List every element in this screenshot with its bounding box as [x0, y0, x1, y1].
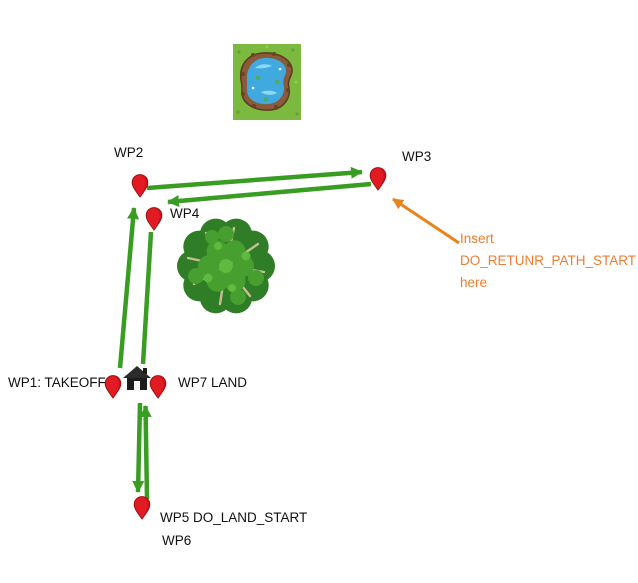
waypoint-pin-wp4: [145, 207, 163, 231]
waypoint-label-wp7: WP7 LAND: [178, 375, 248, 390]
waypoint-label-wp4: WP4: [170, 206, 200, 221]
mission-path-arrows: [117, 166, 372, 500]
path-to-wp5: [132, 402, 145, 493]
waypoint-pin-wp2: [131, 174, 149, 198]
tree-icon: [177, 218, 275, 314]
path-wp6-to-wp7: [139, 405, 152, 500]
house-icon: [123, 366, 151, 390]
annotation-arrow: [392, 197, 460, 245]
waypoint-label-wp2: WP2: [114, 145, 144, 160]
path-wp2-to-wp3: [146, 166, 363, 191]
path-wp4-down: [140, 231, 154, 365]
waypoint-label-wp1: WP1: TAKEOFF: [8, 375, 106, 390]
waypoint-label-wp6: WP6: [162, 533, 192, 548]
waypoint-pin-wp1: [104, 375, 122, 399]
pond-icon: [233, 44, 301, 120]
waypoint-pin-wp7: [149, 375, 167, 399]
path-wp1-to-wp2: [117, 207, 140, 369]
waypoint-label-wp5: WP5 DO_LAND_START: [160, 510, 308, 525]
path-wp3-to-wp4: [167, 181, 372, 208]
waypoint-label-wp3: WP3: [402, 149, 432, 164]
waypoint-pin-wp3: [369, 167, 387, 191]
annotation-text: Insert DO_RETUNR_PATH_START here: [460, 231, 636, 290]
waypoint-pin-wp5-wp6: [133, 496, 151, 520]
